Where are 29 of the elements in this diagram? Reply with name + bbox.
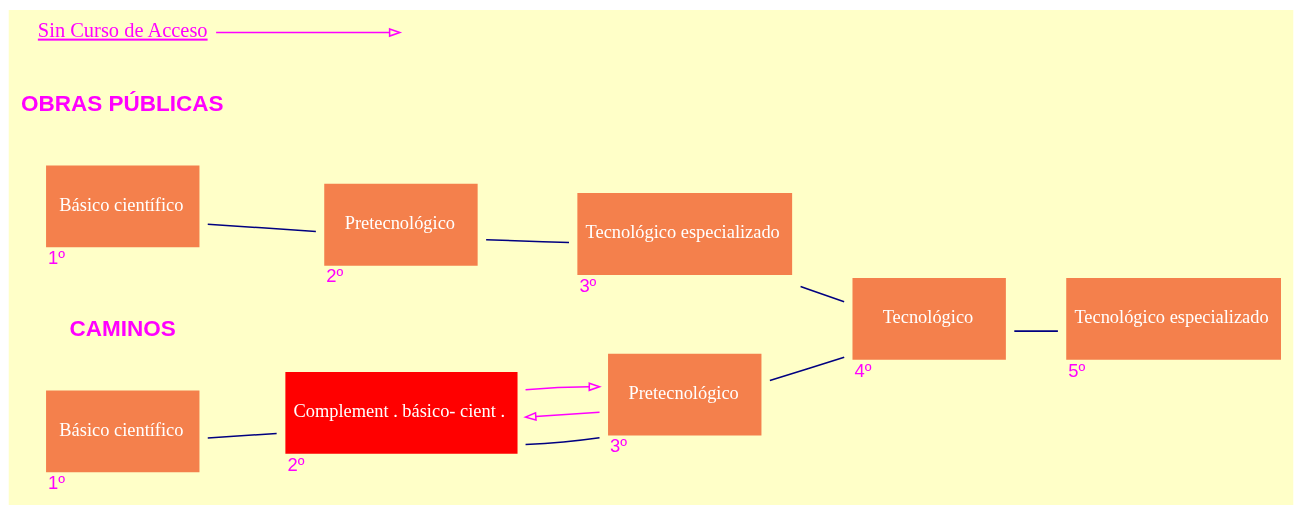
node-box: Básico científico [46,389,200,472]
node-box: Tecnológico especializado [1066,277,1281,360]
connector [799,285,845,302]
arrow [524,381,602,391]
node-box: Pretecnológico [324,183,478,266]
label: CAMINOS [69,315,176,341]
node-label: 5º [1068,359,1086,381]
arrow [215,27,403,37]
connector [207,432,278,439]
node-box: Básico científico [46,164,200,247]
arrow [523,411,601,421]
connector [524,436,601,445]
node-label: 3º [579,274,597,296]
node-text: Sin Curso de Acceso [37,18,208,41]
node-label: 3º [610,434,628,456]
node-label: 4º [854,359,872,381]
node-label: 1º [48,471,66,493]
connector [769,356,845,381]
node-label: 2º [287,453,305,475]
connector [207,222,317,232]
node-box: Pretecnológico [608,353,762,435]
node-box: Complement . básico- cient . [285,371,518,454]
node-label: 1º [48,246,66,268]
node-box: Tecnológico [852,277,1006,360]
label: OBRAS PÚBLICAS [21,90,224,116]
node-box: Tecnológico especializado [577,192,793,275]
node-label: 2º [326,264,344,286]
connector [485,238,570,243]
connector [1013,329,1059,332]
